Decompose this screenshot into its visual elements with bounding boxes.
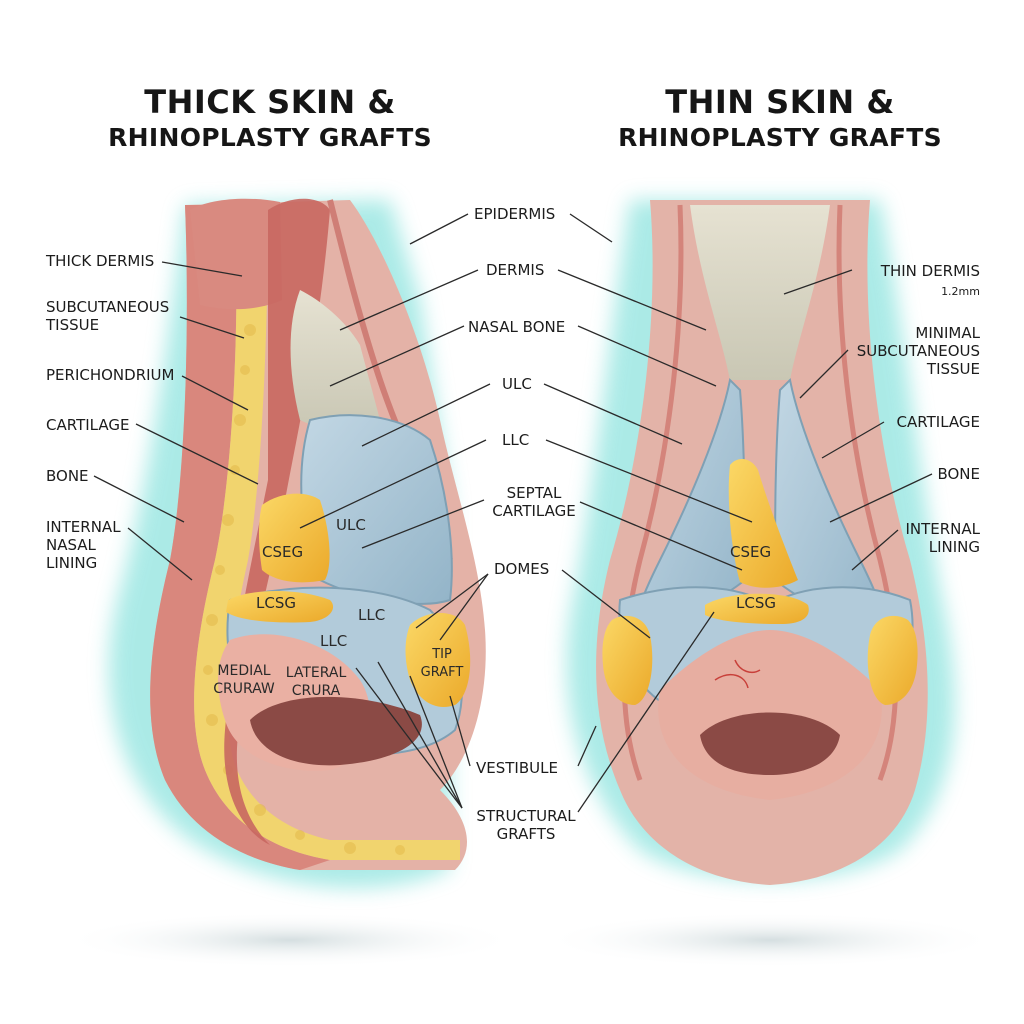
- left-tip-graft: [405, 612, 471, 708]
- right-nostril-opening: [700, 712, 840, 775]
- left-lcsg-graft: [226, 591, 334, 623]
- leader-dermis-left: [339, 269, 479, 331]
- inner-label-lcsg-right: LCSG: [736, 594, 776, 612]
- label-subcutaneous-tissue: SUBCUTANEOUS TISSUE: [46, 298, 170, 334]
- leader-internal-left: [127, 527, 193, 581]
- leader-structural-b: [377, 661, 463, 809]
- label-nasal-bone: NASAL BONE: [468, 318, 566, 336]
- leader-epidermis-right: [569, 213, 613, 243]
- right-title-line2: RHINOPLASTY GRAFTS: [618, 123, 942, 152]
- leader-epidermis-left: [409, 213, 469, 245]
- leader-minimal: [799, 349, 849, 399]
- right-alar-pad-left: [602, 615, 653, 705]
- left-nostril-opening: [250, 696, 422, 766]
- leader-cartilage-right: [821, 421, 885, 459]
- left-top-dermis: [190, 198, 282, 310]
- inner-label-tip-graft: TIP GRAFT: [420, 647, 464, 680]
- label-ulc: ULC: [502, 375, 532, 393]
- right-floor-shadow: [540, 912, 1000, 968]
- leader-lines: [93, 213, 933, 813]
- leader-bone-left: [93, 475, 185, 523]
- inner-label-cseg-right: CSEG: [730, 543, 772, 561]
- right-nose: [566, 200, 955, 885]
- label-llc: LLC: [502, 431, 530, 449]
- label-structural-grafts: STRUCTURAL GRAFTS: [476, 807, 576, 843]
- inner-label-ulc: ULC: [336, 516, 366, 534]
- leader-vestibule-right: [577, 725, 597, 767]
- leader-thick-dermis: [161, 261, 243, 277]
- leader-vestibule-left: [449, 695, 471, 767]
- leader-llc-left: [299, 439, 487, 529]
- leader-dermis-right: [557, 269, 707, 331]
- leader-domes-left-b: [439, 573, 489, 641]
- leader-structural-c: [409, 675, 463, 809]
- label-perichondrium: PERICHONDRIUM: [46, 366, 175, 384]
- leader-domes-right: [561, 569, 651, 639]
- leader-internal-right: [851, 529, 899, 571]
- inner-label-medial-crura: MEDIAL CRURAW: [213, 663, 275, 697]
- leader-subcutaneous: [179, 316, 245, 339]
- label-vestibule: VESTIBULE: [476, 759, 558, 777]
- leader-nasal-bone-left: [329, 325, 465, 387]
- left-title: THICK SKIN & RHINOPLASTY GRAFTS: [40, 82, 500, 154]
- left-title-line2: RHINOPLASTY GRAFTS: [108, 123, 432, 152]
- leader-bone-right: [829, 473, 933, 523]
- label-minimal-subcutaneous-tissue: MINIMAL SUBCUTANEOUS TISSUE: [856, 324, 980, 378]
- leader-structural-right: [577, 611, 715, 813]
- leader-septal-left: [361, 499, 485, 549]
- leader-septal-right: [579, 501, 743, 571]
- label-bone-right: BONE: [937, 465, 980, 483]
- label-thin-dermis-value: 1.2mm: [941, 285, 980, 298]
- right-cseg-graft: [728, 458, 798, 588]
- leader-perichondrium: [181, 375, 249, 411]
- label-internal-nasal-lining: INTERNAL NASAL LINING: [46, 518, 121, 572]
- leader-thin-dermis: [783, 269, 853, 295]
- right-title: THIN SKIN & RHINOPLASTY GRAFTS: [550, 82, 1010, 154]
- leader-cartilage-left: [135, 423, 259, 485]
- right-vessel: [714, 659, 761, 689]
- label-internal-lining: INTERNAL LINING: [905, 520, 980, 556]
- inner-label-lateral-crura: LATERAL CRURA: [285, 665, 347, 699]
- inner-label-llc-a: LLC: [358, 606, 386, 624]
- leader-ulc-left: [361, 383, 491, 447]
- right-thin-dermis-right: [836, 204, 899, 781]
- inner-label-llc-b: LLC: [320, 632, 348, 650]
- label-septal-cartilage: SEPTAL CARTILAGE: [492, 484, 576, 520]
- left-cseg-graft: [259, 493, 330, 583]
- left-title-line1: THICK SKIN &: [144, 83, 396, 121]
- label-dermis: DERMIS: [486, 261, 545, 279]
- inner-label-cseg-left: CSEG: [262, 543, 304, 561]
- right-lcsg-graft: [705, 593, 809, 624]
- inner-label-lcsg-left: LCSG: [256, 594, 296, 612]
- label-thin-dermis: THIN DERMIS: [880, 262, 980, 280]
- label-domes: DOMES: [494, 560, 550, 578]
- label-epidermis: EPIDERMIS: [474, 205, 556, 223]
- right-alar-pad-right: [867, 615, 918, 705]
- left-nasal-bone: [290, 290, 380, 430]
- leader-ulc-right: [543, 383, 683, 445]
- right-title-line1: THIN SKIN &: [665, 83, 895, 121]
- right-nasal-bone: [690, 205, 830, 380]
- leader-nasal-bone-right: [577, 325, 717, 387]
- left-dermis-band: [150, 205, 330, 870]
- leader-domes-left-a: [415, 573, 489, 629]
- label-cartilage-right: CARTILAGE: [896, 413, 980, 431]
- right-thin-dermis-left: [621, 204, 684, 781]
- left-floor-shadow: [60, 912, 520, 968]
- leader-structural-a: [355, 667, 463, 809]
- leader-llc-right: [545, 439, 753, 523]
- label-thick-dermis: THICK DERMIS: [46, 252, 155, 270]
- label-bone-left: BONE: [46, 467, 89, 485]
- label-cartilage-left: CARTILAGE: [46, 416, 130, 434]
- left-fat-layer: [194, 210, 460, 860]
